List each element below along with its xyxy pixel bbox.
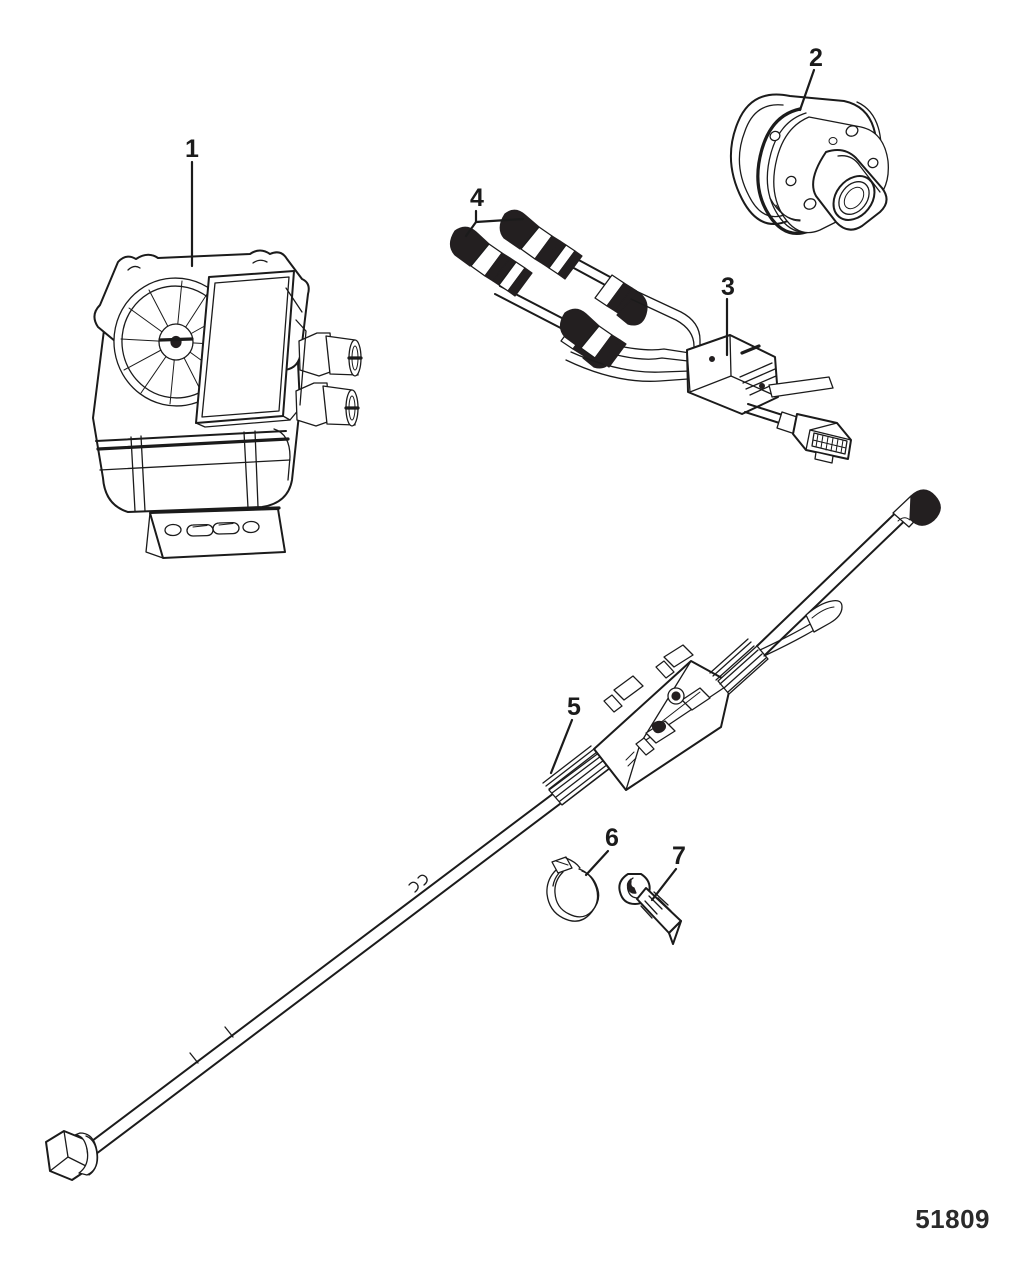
callout-1[interactable]: 1 [185,135,199,268]
inline-sensor-housing [593,644,732,791]
module-label-panel [195,270,301,428]
mounting-bracket [145,506,286,559]
module-ports [285,287,363,427]
cable-tip-connector [892,489,941,528]
part-3-harness-junction[interactable] [559,290,852,464]
callout-2-label: 2 [809,44,823,72]
callout-3-label: 3 [721,273,735,301]
callout-6[interactable]: 6 [584,824,619,877]
jumper-cable-c [559,308,627,368]
callout-2[interactable]: 2 [798,44,823,112]
callout-4[interactable]: 4 [464,184,525,238]
part-1-control-module[interactable] [92,249,363,559]
callout-7-label: 7 [672,842,686,870]
part-7-screw[interactable] [618,873,682,945]
cable-end-fitting [45,1130,99,1181]
callout-7[interactable]: 7 [650,842,686,902]
part-5-sensor-cable[interactable] [45,489,941,1181]
callout-5-label: 5 [567,693,581,721]
callout-6-label: 6 [605,824,619,852]
part-2-transducer[interactable] [729,93,889,235]
callout-1-label: 1 [185,135,199,163]
strain-relief-coil-upper [709,638,769,695]
callout-4-label: 4 [470,184,484,212]
callout-5[interactable]: 5 [549,693,581,775]
figure-number: 51809 [915,1204,990,1234]
strain-relief-coil-lower [542,745,614,806]
part-6-cable-tie[interactable] [546,856,600,922]
callout-3[interactable]: 3 [721,273,735,357]
